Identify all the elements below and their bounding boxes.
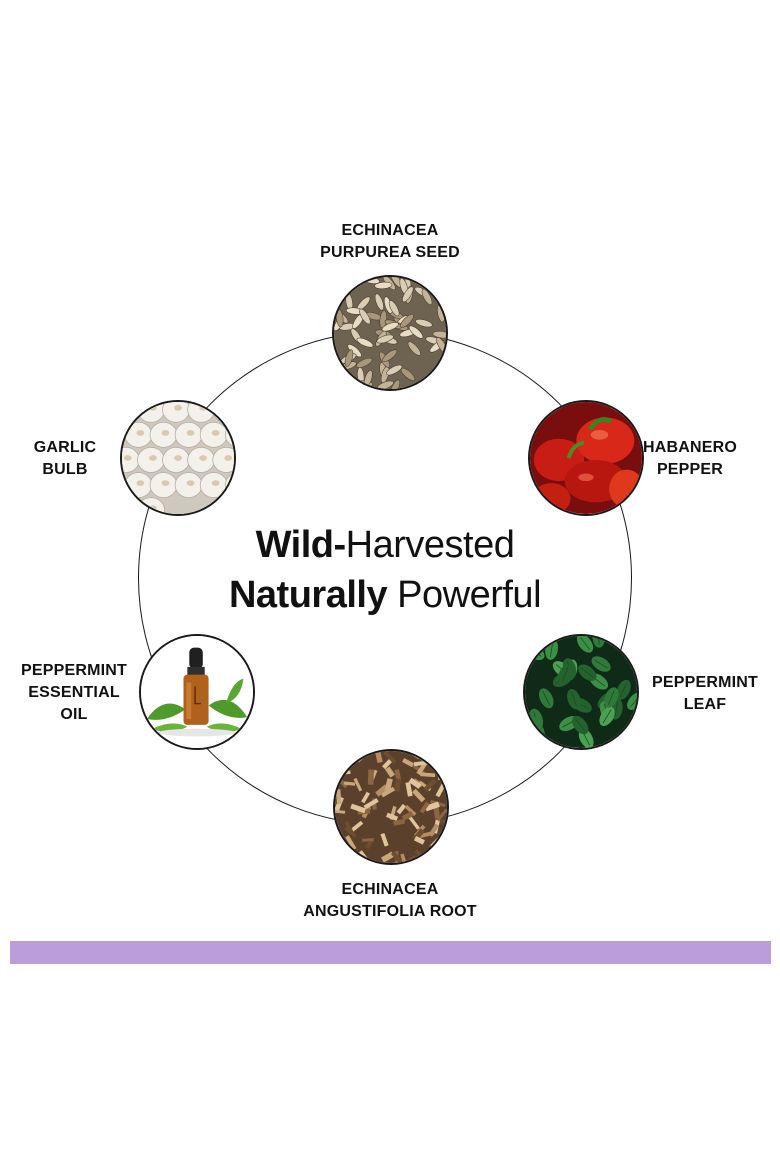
label-peppermint-leaf: PEPPERMINT LEAF	[651, 674, 758, 713]
dried-root-photo	[335, 751, 447, 863]
mint-leaves-photo	[525, 636, 637, 748]
pepper-icon	[528, 400, 644, 516]
label-echinacea-purpurea-seed: ECHINACEA PURPUREA SEED	[320, 222, 460, 261]
oil-bottle-icon	[139, 634, 255, 750]
garlic-icon	[120, 400, 236, 516]
oil-bottle-photo	[141, 636, 253, 748]
label-echinacea-angustifolia-root: ECHINACEA ANGUSTIFOLIA ROOT	[303, 881, 477, 920]
label-garlic-bulb: GARLIC BULB	[33, 439, 97, 478]
headline-line-1: Wild-Harvested	[255, 524, 515, 566]
label-peppermint-essential-oil: PEPPERMINT ESSENTIAL OIL	[20, 662, 127, 723]
seeds-icon	[332, 275, 448, 391]
accent-band	[10, 941, 771, 964]
label-habanero-pepper: HABANERO PEPPER	[642, 439, 738, 478]
seeds-photo	[334, 277, 446, 389]
dried-root-icon	[333, 749, 449, 865]
mint-leaf-icon	[523, 634, 639, 750]
garlic-photo	[122, 402, 234, 514]
peppers-photo	[530, 402, 642, 514]
headline-line-2: Naturally Powerful	[228, 574, 542, 616]
